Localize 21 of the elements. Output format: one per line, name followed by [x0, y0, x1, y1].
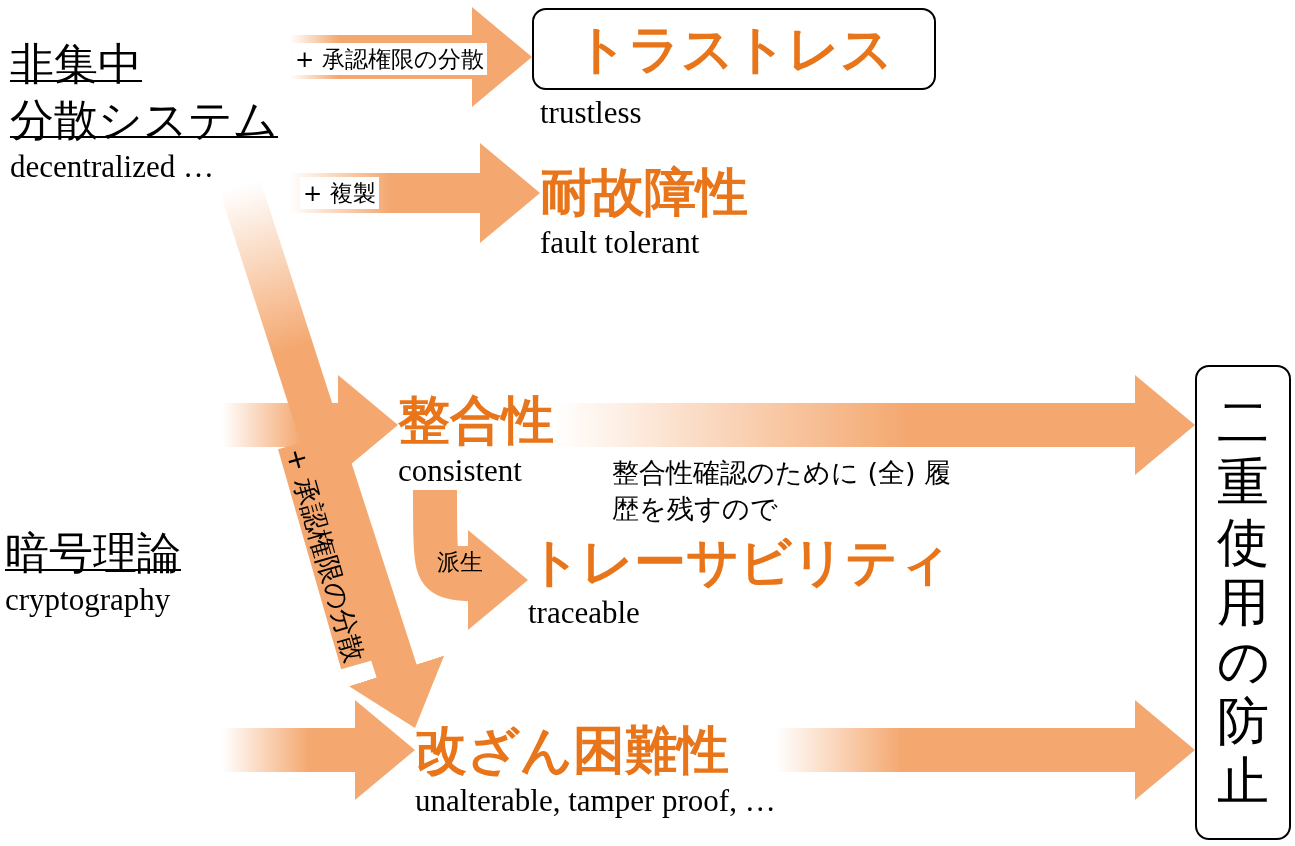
- english-term: cryptography: [5, 581, 172, 619]
- note-text: 整合性確認のために (全) 履歴を残すので: [612, 456, 952, 526]
- rounded-box: [532, 8, 936, 90]
- term-heading: 暗号理論: [5, 526, 181, 580]
- english-term: fault tolerant: [540, 224, 701, 262]
- english-term: consistent: [398, 452, 523, 490]
- term-heading: トレーサビリティ: [528, 531, 951, 594]
- edge-label: + 複製: [300, 177, 379, 209]
- term-heading: 耐故障性: [540, 161, 748, 224]
- edge-label: + 承認権限の分散: [292, 43, 487, 75]
- term-heading: 二重使用の防止: [1217, 393, 1269, 812]
- term-heading: 整合性: [398, 389, 554, 452]
- term-heading: トラストレス: [575, 18, 893, 81]
- block-arrow: [290, 7, 532, 107]
- english-term: traceable: [528, 594, 641, 632]
- rounded-box: [1195, 365, 1291, 840]
- term-heading: 改ざん困難性: [415, 719, 730, 782]
- english-term: decentralized …: [10, 148, 215, 186]
- english-term: trustless: [540, 94, 642, 132]
- english-term: unalterable, tamper proof, …: [415, 782, 776, 820]
- block-arrow: [222, 700, 415, 800]
